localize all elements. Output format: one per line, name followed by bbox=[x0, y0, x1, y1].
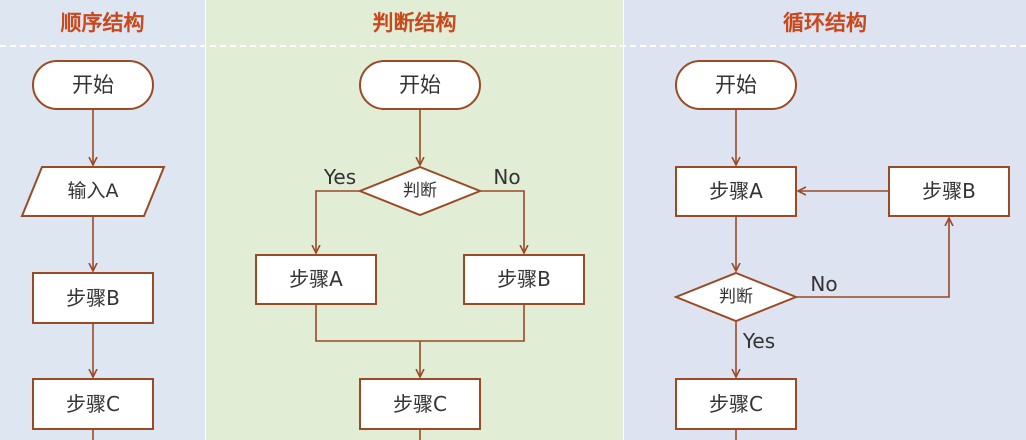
yes-branch-arrow bbox=[316, 190, 360, 253]
step-b-box bbox=[32, 272, 154, 324]
step-c-box bbox=[359, 378, 481, 430]
step-a-label: 步骤A bbox=[289, 267, 343, 291]
start-terminal bbox=[675, 60, 797, 110]
no-label: No bbox=[493, 165, 520, 189]
start-terminal bbox=[359, 60, 481, 110]
step-a-box bbox=[675, 166, 797, 217]
step-c-box bbox=[675, 378, 797, 430]
start-label: 开始 bbox=[72, 73, 114, 97]
step-c-box bbox=[32, 378, 154, 430]
decision-diamond bbox=[357, 165, 483, 217]
panel-divider bbox=[623, 0, 624, 440]
input-label: 输入A bbox=[68, 180, 119, 202]
step-c-label: 步骤C bbox=[393, 392, 447, 416]
no-branch-arrow bbox=[480, 190, 524, 253]
step-b-label: 步骤B bbox=[497, 267, 551, 291]
decision-label: 判断 bbox=[403, 181, 437, 201]
step-b-box bbox=[888, 166, 1010, 217]
loop-title: 循环结构 bbox=[783, 11, 867, 35]
step-b-label: 步骤B bbox=[66, 286, 120, 310]
no-label: No bbox=[810, 272, 837, 296]
decision-label: 判断 bbox=[719, 287, 753, 307]
yes-label: Yes bbox=[323, 165, 356, 189]
start-label: 开始 bbox=[715, 73, 757, 97]
loop-flowchart: 开始 步骤A 步骤B 判断 No Yes 步骤C bbox=[673, 60, 1010, 440]
sequence-title: 顺序结构 bbox=[60, 11, 145, 35]
start-terminal bbox=[32, 60, 154, 110]
no-loop-arrow bbox=[796, 218, 949, 298]
step-c-label: 步骤C bbox=[709, 392, 763, 416]
sequence-flowchart: 开始 输入A 步骤B 步骤C bbox=[20, 60, 166, 440]
step-a-label: 步骤A bbox=[709, 179, 763, 203]
decision-diamond bbox=[673, 271, 799, 323]
header-divider bbox=[0, 45, 1026, 47]
step-b-box bbox=[463, 254, 585, 305]
start-label: 开始 bbox=[399, 73, 441, 97]
merge-line bbox=[315, 304, 525, 342]
panel-divider bbox=[205, 0, 206, 440]
yes-label: Yes bbox=[742, 329, 775, 353]
step-b-label: 步骤B bbox=[922, 179, 976, 203]
input-parallelogram bbox=[20, 166, 166, 217]
step-a-box bbox=[255, 254, 377, 305]
step-c-label: 步骤C bbox=[66, 392, 120, 416]
selection-flowchart: 开始 判断 Yes No 步骤A 步骤B 步骤C bbox=[255, 60, 585, 440]
selection-title: 判断结构 bbox=[372, 11, 457, 35]
